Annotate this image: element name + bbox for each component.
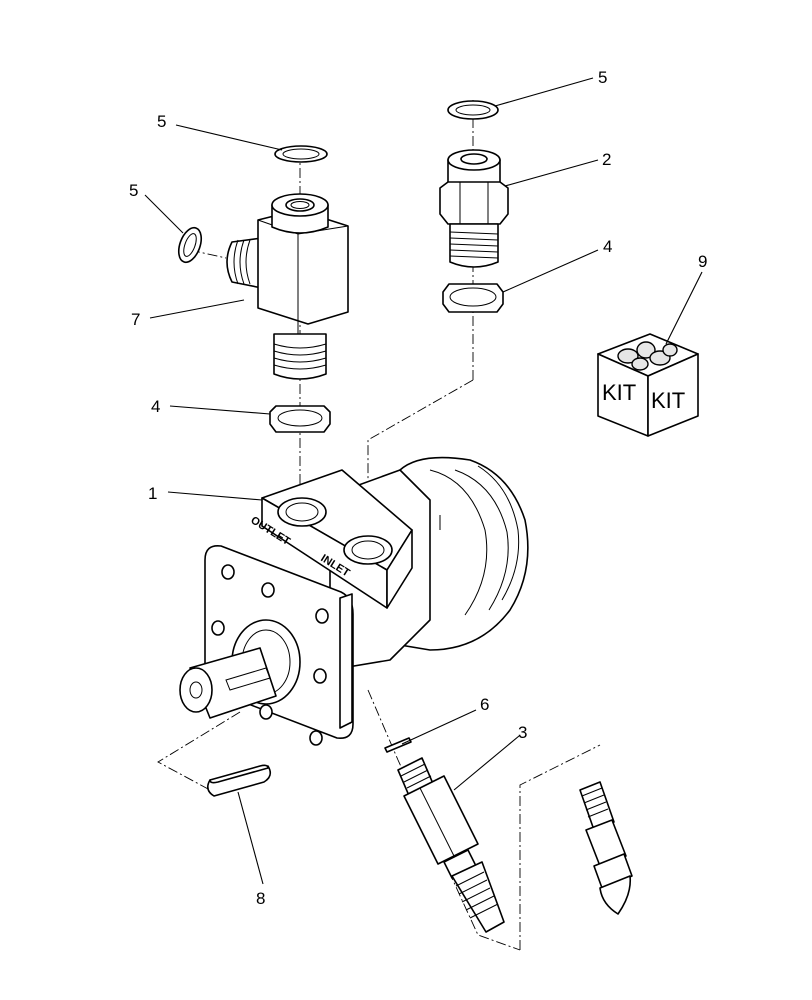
callout-5-top-left: 5 <box>157 112 166 131</box>
callout-2: 2 <box>602 150 611 169</box>
callout-6: 6 <box>480 695 489 714</box>
callout-8: 8 <box>256 889 265 908</box>
callout-4-left: 4 <box>151 397 160 416</box>
part-5-seal-ring-top-right <box>447 100 499 120</box>
part-3-fitting <box>397 757 505 933</box>
callout-9: 9 <box>698 252 707 271</box>
kit-box-fittings <box>617 341 678 371</box>
callout-1: 1 <box>148 484 157 503</box>
leader-lines <box>144 77 703 885</box>
callout-numbers: 5 5 7 4 1 5 2 4 9 6 3 8 <box>129 68 707 908</box>
part-8-shaft-key <box>206 764 272 797</box>
alternate-fitting <box>579 781 633 915</box>
part-2-straight-fitting <box>439 149 509 268</box>
part-4-washer-right <box>442 283 504 313</box>
callout-3: 3 <box>518 723 527 742</box>
part-4-washer-left <box>269 405 331 433</box>
part-9-kit-box: KIT KIT <box>597 333 699 437</box>
kit-label-right: KIT <box>651 388 685 413</box>
flange-bolt-holes <box>211 564 329 746</box>
callout-7: 7 <box>131 310 140 329</box>
callout-4-right: 4 <box>603 237 612 256</box>
callout-5-side: 5 <box>129 181 138 200</box>
part-1-hydraulic-motor: OUTLET INLET <box>179 456 529 746</box>
part-7-tee-fitting <box>226 193 349 380</box>
part-5-seal-ring-side <box>177 226 203 264</box>
part-5-seal-ring-top-left <box>274 145 328 163</box>
callout-5-top-right: 5 <box>598 68 607 87</box>
kit-label-left: KIT <box>602 380 636 405</box>
part-6-pin <box>384 737 412 753</box>
